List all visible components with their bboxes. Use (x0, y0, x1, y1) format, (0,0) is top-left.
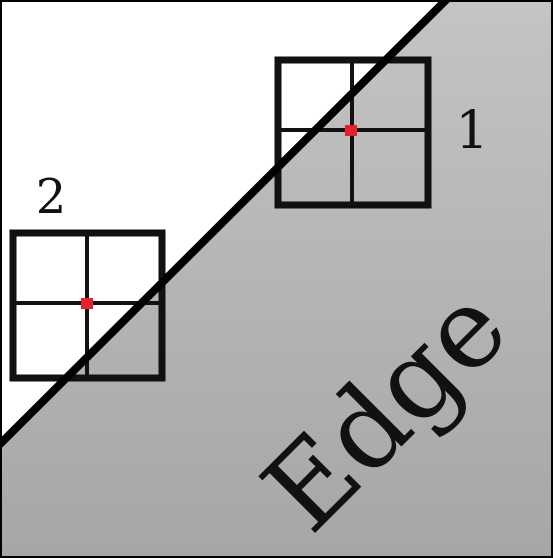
window-1-label: 1 (455, 101, 488, 161)
window-2-center-point (81, 298, 93, 309)
window-2-label: 2 (36, 169, 67, 225)
edge-line (0, 0, 451, 449)
window-1-center-point (345, 125, 357, 136)
